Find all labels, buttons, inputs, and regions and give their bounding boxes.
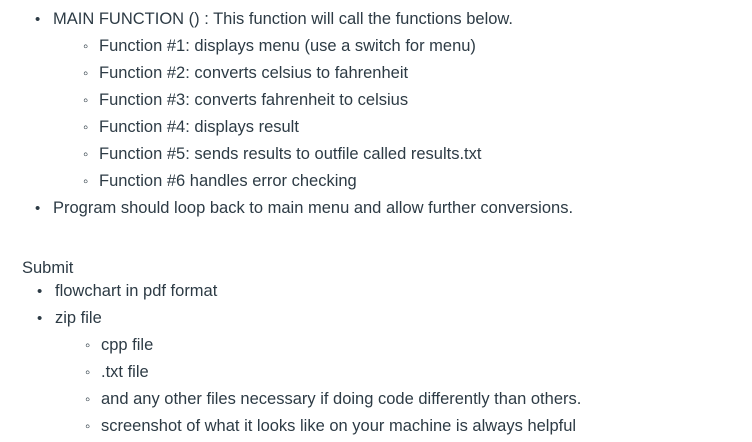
submit-heading: Submit — [22, 258, 74, 277]
list-item: Function #2: converts celsius to fahrenh… — [83, 60, 735, 87]
list-item: Function #1: displays menu (use a switch… — [83, 33, 735, 60]
submit-deliverables-list: flowchart in pdf format zip file cpp fil… — [37, 278, 737, 440]
list-item: .txt file — [85, 359, 737, 386]
list-item-label: Function #6 handles error checking — [99, 172, 357, 190]
list-item: zip file cpp file .txt file and any othe… — [37, 305, 737, 440]
list-item: flowchart in pdf format — [37, 278, 737, 305]
list-item-label: Function #1: displays menu (use a switch… — [99, 37, 476, 55]
list-item: MAIN FUNCTION () : This function will ca… — [35, 6, 735, 195]
list-item: Function #6 handles error checking — [83, 168, 735, 195]
submit-deliverables-sublist: cpp file .txt file and any other files n… — [85, 332, 737, 440]
list-item: Function #4: displays result — [83, 114, 735, 141]
list-item-label: and any other files necessary if doing c… — [101, 390, 582, 408]
list-item: screenshot of what it looks like on your… — [85, 413, 737, 440]
list-item-label: Function #2: converts celsius to fahrenh… — [99, 64, 409, 82]
requirements-sublist: Function #1: displays menu (use a switch… — [83, 33, 735, 195]
list-item-label: Function #4: displays result — [99, 118, 299, 136]
list-item-label: screenshot of what it looks like on your… — [101, 417, 577, 435]
list-item-label: Program should loop back to main menu an… — [53, 199, 574, 217]
list-item: cpp file — [85, 332, 737, 359]
list-item-label: flowchart in pdf format — [55, 282, 218, 300]
list-item-label: Function #3: converts fahrenheit to cels… — [99, 91, 409, 109]
requirements-list: MAIN FUNCTION () : This function will ca… — [35, 6, 735, 222]
list-item-label: Function #5: sends results to outfile ca… — [99, 145, 482, 163]
list-item: Program should loop back to main menu an… — [35, 195, 735, 222]
list-item-label: .txt file — [101, 363, 149, 381]
list-item: Function #5: sends results to outfile ca… — [83, 141, 735, 168]
list-item-label: zip file — [55, 309, 102, 327]
list-item: and any other files necessary if doing c… — [85, 386, 737, 413]
list-item-label: cpp file — [101, 336, 154, 354]
list-item-label: MAIN FUNCTION () : This function will ca… — [53, 10, 514, 28]
list-item: Function #3: converts fahrenheit to cels… — [83, 87, 735, 114]
